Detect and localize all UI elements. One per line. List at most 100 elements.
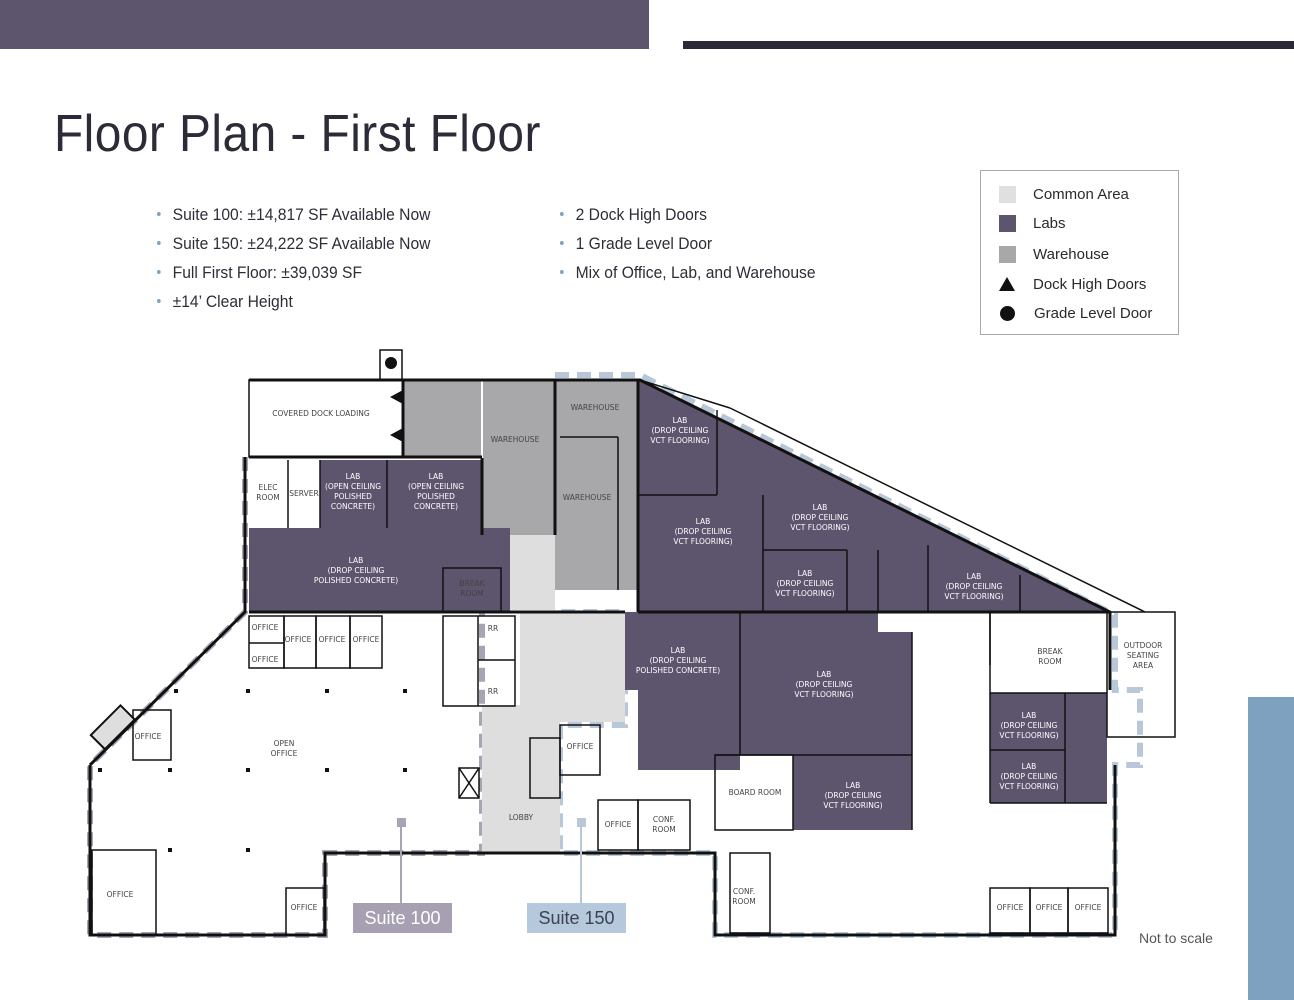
room-lab-vct-east-2: (DROP CEILING <box>1001 772 1058 781</box>
room-lab-open-1: (OPEN CEILING <box>325 482 381 491</box>
room-lab-open-1: POLISHED <box>334 492 372 501</box>
room-covered-dock: COVERED DOCK LOADING <box>272 409 370 418</box>
room-lab-vct-top: VCT FLOORING) <box>650 436 709 445</box>
room-warehouse-2: WAREHOUSE <box>571 403 620 412</box>
legend-label: Warehouse <box>1033 245 1110 263</box>
common-area-swatch-icon <box>999 185 1016 203</box>
room-restroom: RR <box>488 687 498 696</box>
room-lab-vct-big: (DROP CEILING <box>796 680 853 689</box>
labs-swatch-icon <box>999 214 1016 232</box>
legend-item-grade: Grade Level Door <box>999 303 1152 323</box>
room-lab-open-2: CONCRETE) <box>414 502 458 511</box>
highlight-dock-doors: 2 Dock High Doors <box>560 200 816 229</box>
scale-note: Not to scale <box>1139 930 1213 946</box>
room-lab-vct-big: VCT FLOORING) <box>794 690 853 699</box>
room-lab-open-1: LAB <box>346 472 361 481</box>
dock-high-door-icon <box>390 390 403 404</box>
room-office: OFFICE <box>567 742 594 751</box>
room-lab-polished-2: LAB <box>671 646 686 655</box>
room-lab-vct-small: (DROP CEILING <box>777 579 834 588</box>
highlight-suite-150: Suite 150: ±24,222 SF Available Now <box>157 229 430 258</box>
room-lab-vct-right: (DROP CEILING <box>946 582 1003 591</box>
room-open-office: OPEN <box>274 739 295 748</box>
room-office: OFFICE <box>135 732 162 741</box>
legend-item-warehouse: Warehouse <box>999 244 1109 264</box>
room-lab-vct-east-1: LAB <box>1022 711 1037 720</box>
room-lab-vct-east-2: LAB <box>1022 762 1037 771</box>
room-lab-vct-mid-left: VCT FLOORING) <box>673 537 732 546</box>
room-lab-vct-mid: (DROP CEILING <box>792 513 849 522</box>
highlights-right: 2 Dock High Doors 1 Grade Level Door Mix… <box>560 200 838 287</box>
suite-150-outline <box>555 372 1143 938</box>
side-accent-bar <box>1248 697 1294 1000</box>
room-board: BOARD ROOM <box>729 788 782 797</box>
lab-open-1-fill <box>320 460 387 528</box>
room-lab-vct-mid-left: LAB <box>696 517 711 526</box>
room-office: OFFICE <box>605 820 632 829</box>
room-lab-vct-board: VCT FLOORING) <box>823 801 882 810</box>
room-conf-1: ROOM <box>652 825 676 834</box>
warehouse-zone-1 <box>403 380 481 458</box>
room-office: OFFICE <box>1075 903 1102 912</box>
warehouse-zone-3 <box>555 380 638 590</box>
column-grid <box>98 689 407 852</box>
lab-drop-polished-2-fill <box>625 612 740 770</box>
room-lab-open-1: CONCRETE) <box>331 502 375 511</box>
room-office: OFFICE <box>252 623 279 632</box>
room-lab-open-2: POLISHED <box>417 492 455 501</box>
room-outdoor-seating: OUTDOOR <box>1124 641 1163 650</box>
room-lab-vct-board: LAB <box>846 781 861 790</box>
lab-vct-big-fill <box>740 612 912 755</box>
room-lab-vct-right: VCT FLOORING) <box>944 592 1003 601</box>
highlight-full-floor: Full First Floor: ±39,039 SF <box>157 258 430 287</box>
common-lobby <box>482 705 560 853</box>
room-office: OFFICE <box>252 655 279 664</box>
common-hall <box>520 612 625 722</box>
room-office: OFFICE <box>1036 903 1063 912</box>
room-lobby: LOBBY <box>509 813 534 822</box>
room-break-2: ROOM <box>1038 657 1062 666</box>
room-lab-vct-mid-left: (DROP CEILING <box>675 527 732 536</box>
suite-150-tag: Suite 150 <box>527 903 626 933</box>
highlight-mix: Mix of Office, Lab, and Warehouse <box>560 258 816 287</box>
legend-item-common: Common Area <box>999 184 1129 204</box>
legend-label: Dock High Doors <box>1033 275 1147 293</box>
room-office: OFFICE <box>107 890 134 899</box>
room-elec-line1: ELEC <box>259 483 278 492</box>
room-outdoor-seating: SEATING <box>1127 651 1159 660</box>
room-lab-vct-top: LAB <box>673 416 688 425</box>
room-lab-vct-board: (DROP CEILING <box>825 791 882 800</box>
highlights-left: Suite 100: ±14,817 SF Available Now Suit… <box>157 200 454 316</box>
room-server: SERVER <box>289 489 318 498</box>
room-break-1: ROOM <box>460 589 484 598</box>
room-lab-polished-1: POLISHED CONCRETE) <box>314 576 398 585</box>
lab-vct-board-fill <box>793 755 912 830</box>
legend: Common Area Labs Warehouse Dock High Doo… <box>980 170 1179 335</box>
triangle-icon <box>999 277 1015 291</box>
room-lab-vct-east-1: VCT FLOORING) <box>999 731 1058 740</box>
room-lab-vct-mid: VCT FLOORING) <box>790 523 849 532</box>
room-office: OFFICE <box>291 903 318 912</box>
room-break-1: BREAK <box>459 579 485 588</box>
grade-level-door-icon <box>385 357 397 369</box>
room-office: OFFICE <box>997 903 1024 912</box>
room-office: OFFICE <box>285 635 312 644</box>
room-lab-vct-small: LAB <box>798 569 813 578</box>
room-lab-vct-big: LAB <box>817 670 832 679</box>
legend-label: Grade Level Door <box>1034 304 1153 322</box>
stair-northwest <box>89 703 137 751</box>
suite-100-tag: Suite 100 <box>353 903 452 933</box>
room-office: OFFICE <box>319 635 346 644</box>
lab-open-2-fill <box>387 460 482 528</box>
room-lab-vct-right: LAB <box>967 572 982 581</box>
common-corridor <box>510 535 555 610</box>
circle-icon <box>1000 305 1015 321</box>
room-lab-open-2: (OPEN CEILING <box>408 482 464 491</box>
room-lab-vct-mid: LAB <box>813 503 828 512</box>
lab-drop-polished-1-fill <box>249 528 510 612</box>
room-warehouse-1: WAREHOUSE <box>491 435 540 444</box>
room-break-2: BREAK <box>1037 647 1063 656</box>
lab-vct-east-fill <box>990 693 1107 803</box>
highlight-grade-door: 1 Grade Level Door <box>560 229 816 258</box>
